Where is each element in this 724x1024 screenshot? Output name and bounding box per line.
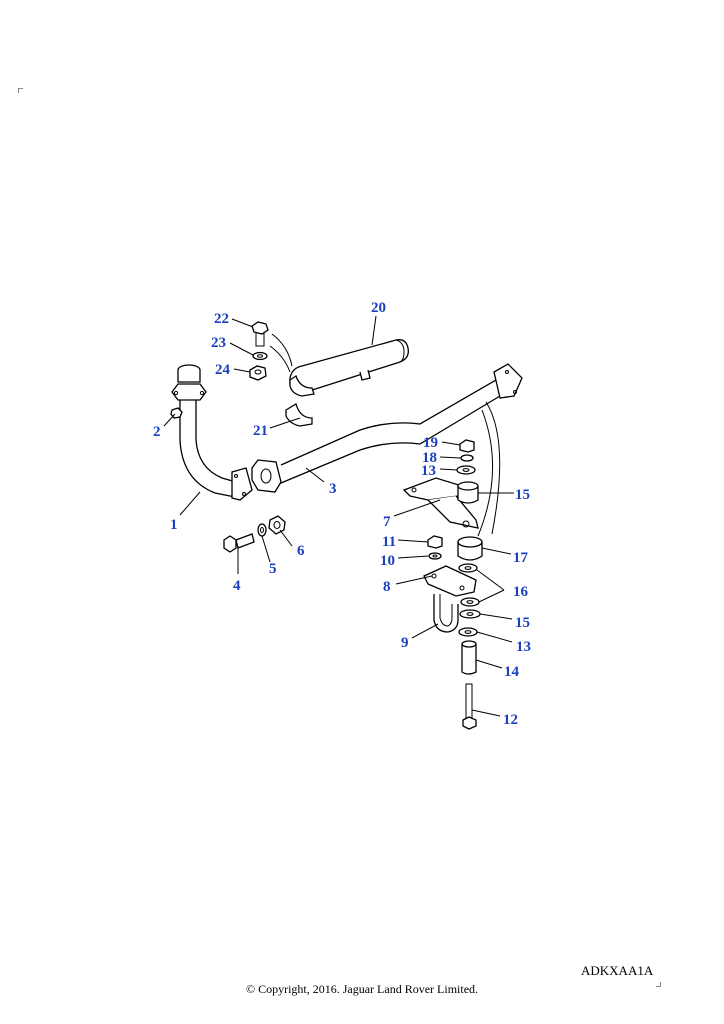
callout-10[interactable]: 10: [380, 553, 395, 569]
callout-4[interactable]: 4: [233, 578, 241, 594]
callout-17[interactable]: 17: [513, 550, 529, 566]
nut-6-part: [268, 515, 286, 535]
callout-19[interactable]: 19: [423, 435, 438, 451]
assembly-arc-upper: [485, 401, 501, 535]
bracket-7-part: [402, 477, 479, 529]
callout-14[interactable]: 14: [504, 664, 520, 680]
assembly-arc-shield: [269, 345, 291, 373]
washer-5-part: [257, 523, 267, 537]
rubber-mount-17-part: [457, 536, 483, 561]
bolt-4-part: [223, 533, 255, 553]
callout-8[interactable]: 8: [383, 579, 391, 595]
callout-23[interactable]: 23: [211, 335, 226, 351]
nut-24-part: [249, 365, 267, 381]
callout-22[interactable]: 22: [214, 311, 229, 327]
callout-11[interactable]: 11: [382, 534, 396, 550]
callout-6[interactable]: 6: [297, 543, 305, 559]
nut-11-part: [427, 535, 443, 549]
leader-lines: [163, 315, 514, 717]
front-pipe-part: [171, 364, 253, 501]
assembly-arc-lower: [477, 409, 493, 537]
callout-13-upper[interactable]: 13: [421, 463, 436, 479]
callout-21[interactable]: 21: [253, 423, 268, 439]
assembly-arc-shield-2: [271, 333, 293, 367]
callout-5[interactable]: 5: [269, 561, 277, 577]
washer-16-part: [458, 563, 480, 607]
callout-24[interactable]: 24: [215, 362, 231, 378]
bolt-22-part: [251, 321, 269, 347]
callout-12[interactable]: 12: [503, 712, 518, 728]
callout-1[interactable]: 1: [170, 517, 178, 533]
callout-2[interactable]: 2: [153, 424, 161, 440]
callout-18[interactable]: 18: [422, 450, 437, 466]
corner-mark-bottom-right: [656, 982, 661, 987]
copyright-notice: © Copyright, 2016. Jaguar Land Rover Lim…: [245, 982, 479, 996]
callout-15-lower[interactable]: 15: [515, 615, 530, 631]
heat-shield-part: [289, 339, 409, 393]
bolt-12-part: [462, 683, 477, 730]
u-bolt-part: [433, 594, 459, 633]
nut-19-part: [459, 439, 475, 453]
washer-18-part: [460, 454, 474, 462]
callout-13-lower[interactable]: 13: [516, 639, 531, 655]
corner-mark-top-left: [18, 88, 23, 93]
intermediate-pipe-part: [251, 363, 523, 493]
drawing-reference-code: ADKXAA1A: [581, 963, 654, 978]
spacer-sleeve-part: [461, 640, 477, 675]
callout-16[interactable]: 16: [513, 584, 529, 600]
callout-20[interactable]: 20: [371, 300, 386, 316]
washer-10-part: [428, 552, 442, 560]
callout-7[interactable]: 7: [383, 514, 391, 530]
washer-23-part: [252, 351, 268, 361]
rubber-bush-15-part: [457, 481, 481, 619]
callout-3[interactable]: 3: [329, 481, 337, 497]
callout-9[interactable]: 9: [401, 635, 409, 651]
callout-15-upper[interactable]: 15: [515, 487, 530, 503]
